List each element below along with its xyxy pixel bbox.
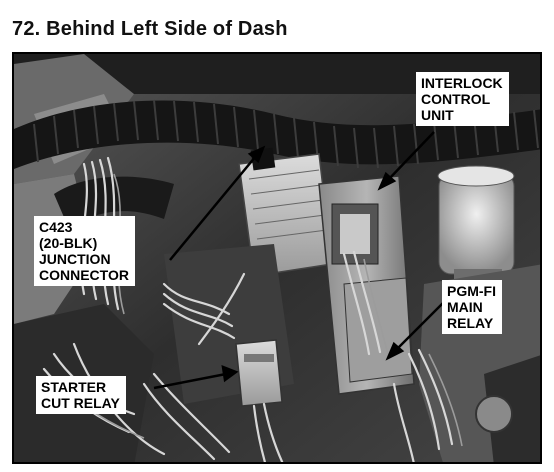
pgmfi-main-relay-label: PGM-FI MAIN RELAY [442, 280, 502, 334]
dash-photo: INTERLOCK CONTROL UNIT C423 (20-BLK) JUN… [12, 52, 542, 464]
starter-cut-relay-label: STARTER CUT RELAY [36, 376, 126, 414]
interlock-control-unit-label: INTERLOCK CONTROL UNIT [416, 72, 509, 126]
c423-junction-connector-label: C423 (20-BLK) JUNCTION CONNECTOR [34, 216, 135, 286]
figure-heading: 72. Behind Left Side of Dash [12, 18, 288, 40]
